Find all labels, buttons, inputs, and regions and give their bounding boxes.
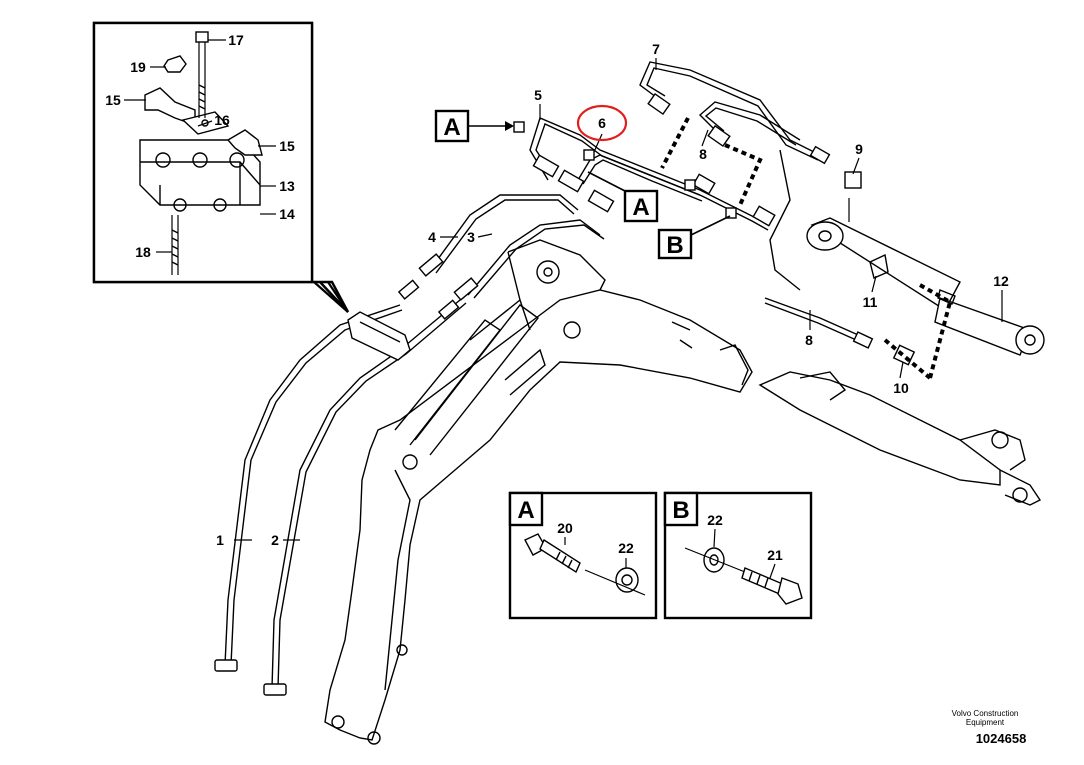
callout-a-mid: [587, 171, 659, 223]
label-5: 5: [534, 87, 542, 103]
label-15-right: 15: [279, 138, 295, 154]
label-22-b: 22: [707, 512, 723, 528]
manufacturer-line2: Equipment: [965, 718, 1005, 727]
label-11: 11: [863, 294, 878, 310]
label-8-upper: 8: [699, 146, 707, 162]
part-labels: 1 2 3 4 5 6 7 8 8 9 10 11 12 13 14 15 15…: [105, 32, 1009, 563]
label-20: 20: [557, 520, 573, 536]
label-7: 7: [652, 41, 660, 57]
label-10: 10: [893, 380, 909, 396]
drawing-number: 1024658: [975, 731, 1027, 746]
highlight-circle: [576, 104, 628, 142]
label-18: 18: [135, 244, 151, 260]
boom-cylinders: [394, 299, 546, 456]
detail-a-letter: A: [517, 497, 534, 524]
label-4: 4: [428, 229, 436, 245]
pipe-clamp: [347, 311, 411, 361]
manufacturer-credit: Volvo Construction Equipment: [930, 709, 1040, 727]
label-2: 2: [271, 532, 279, 548]
box-letters: A B A A B: [443, 114, 689, 524]
label-9: 9: [855, 141, 863, 157]
detail-b-letter: B: [672, 497, 689, 524]
hydraulic-lines: [224, 61, 866, 689]
callout-b: [657, 215, 731, 260]
label-14: 14: [279, 206, 295, 222]
callout-a-left: [434, 109, 514, 143]
label-6: 6: [598, 115, 606, 131]
callout-a-mid-letter: A: [632, 194, 649, 221]
detail-a: [508, 491, 658, 620]
label-13: 13: [279, 178, 295, 194]
detail-b: [663, 491, 813, 620]
callout-a-left-letter: A: [443, 114, 460, 141]
label-8-lower: 8: [805, 332, 813, 348]
label-17: 17: [228, 32, 244, 48]
label-15-left: 15: [105, 92, 121, 108]
label-22-a: 22: [618, 540, 634, 556]
inset-clamp-detail: [92, 21, 350, 313]
dashed-connections: [660, 117, 953, 380]
label-1: 1: [216, 532, 224, 548]
fittings: [214, 92, 916, 696]
label-12: 12: [993, 273, 1009, 289]
label-16: 16: [214, 112, 230, 128]
callout-b-letter: B: [666, 232, 683, 259]
label-21: 21: [767, 547, 783, 563]
arm-linkage: [758, 371, 1042, 506]
label-3: 3: [467, 229, 475, 245]
boom: [324, 239, 753, 745]
leader-lines: [124, 39, 1003, 579]
label-19: 19: [130, 59, 146, 75]
manufacturer-line1: Volvo Construction: [951, 709, 1019, 718]
